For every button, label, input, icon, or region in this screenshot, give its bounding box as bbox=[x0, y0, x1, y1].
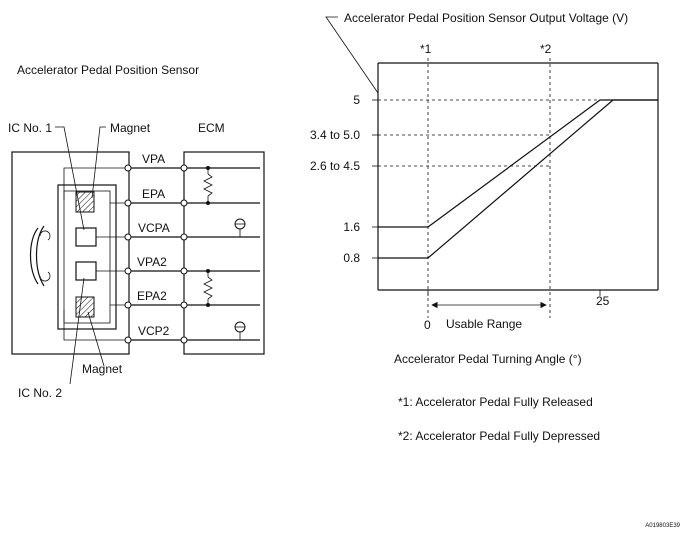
y-tick-3-4-to-5: 3.4 to 5.0 bbox=[310, 128, 360, 142]
magnet-top-label: Magnet bbox=[110, 121, 151, 135]
x-axis-title: Accelerator Pedal Turning Angle (°) bbox=[394, 352, 582, 366]
rotation-arc bbox=[29, 227, 39, 285]
y-tick-1-6: 1.6 bbox=[343, 220, 360, 234]
magnet-bottom bbox=[75, 296, 95, 318]
magnet-top bbox=[75, 191, 95, 213]
terminal-vcp2: VCP2 bbox=[138, 324, 170, 338]
terminal-vcpa: VCPA bbox=[138, 221, 170, 235]
terminal-epa: EPA bbox=[142, 187, 165, 201]
ecm-resistor-2 bbox=[203, 269, 213, 307]
terminal-vpa: VPA bbox=[142, 152, 165, 166]
ic1-label: IC No. 1 bbox=[8, 121, 52, 135]
terminal-nodes bbox=[124, 164, 188, 344]
terminal-vpa2: VPA2 bbox=[137, 255, 167, 269]
figure-code: A019803E39 bbox=[645, 523, 680, 529]
ecm-supply-2 bbox=[234, 321, 246, 340]
ecm-resistor-1 bbox=[203, 166, 213, 205]
usable-range-label: Usable Range bbox=[446, 317, 522, 331]
ic1-chip bbox=[75, 227, 97, 247]
sensor-housing bbox=[11, 151, 130, 355]
ic2-chip bbox=[75, 261, 97, 281]
ecm-label: ECM bbox=[198, 121, 225, 135]
terminal-wires bbox=[63, 167, 260, 341]
marker-2: *2 bbox=[540, 42, 552, 56]
ecm-supply-1 bbox=[234, 218, 246, 237]
graph-title-leader bbox=[325, 16, 379, 94]
ic-frame-inner bbox=[63, 190, 111, 324]
x-tick-0: 0 bbox=[424, 318, 431, 332]
vpa-output-line bbox=[378, 99, 658, 228]
y-tick-2-6-to-4-5: 2.6 to 4.5 bbox=[310, 159, 360, 173]
sensor-title: Accelerator Pedal Position Sensor bbox=[17, 63, 199, 77]
note-fully-released: *1: Accelerator Pedal Fully Released bbox=[398, 395, 593, 409]
y-tick-5: 5 bbox=[353, 93, 360, 107]
rotation-arrow-bottom bbox=[39, 271, 51, 282]
ic2-label: IC No. 2 bbox=[18, 386, 62, 400]
x-tick-25: 25 bbox=[596, 294, 610, 308]
ic1-leader bbox=[55, 126, 85, 231]
ic-frame bbox=[57, 184, 117, 330]
vpa2-output-line bbox=[378, 99, 658, 259]
magnet-top-leader bbox=[91, 126, 106, 199]
y-tick-0-8: 0.8 bbox=[343, 251, 360, 265]
rotation-arrow-top bbox=[39, 230, 51, 241]
magnet-bottom-leader bbox=[87, 311, 105, 367]
ic2-leader bbox=[69, 277, 85, 385]
magnet-bottom-label: Magnet bbox=[82, 362, 123, 376]
graph-title: Accelerator Pedal Position Sensor Output… bbox=[344, 11, 628, 25]
terminal-epa2: EPA2 bbox=[137, 289, 167, 303]
note-fully-depressed: *2: Accelerator Pedal Fully Depressed bbox=[398, 429, 600, 443]
ecm-housing bbox=[183, 151, 265, 355]
marker-1: *1 bbox=[420, 42, 432, 56]
